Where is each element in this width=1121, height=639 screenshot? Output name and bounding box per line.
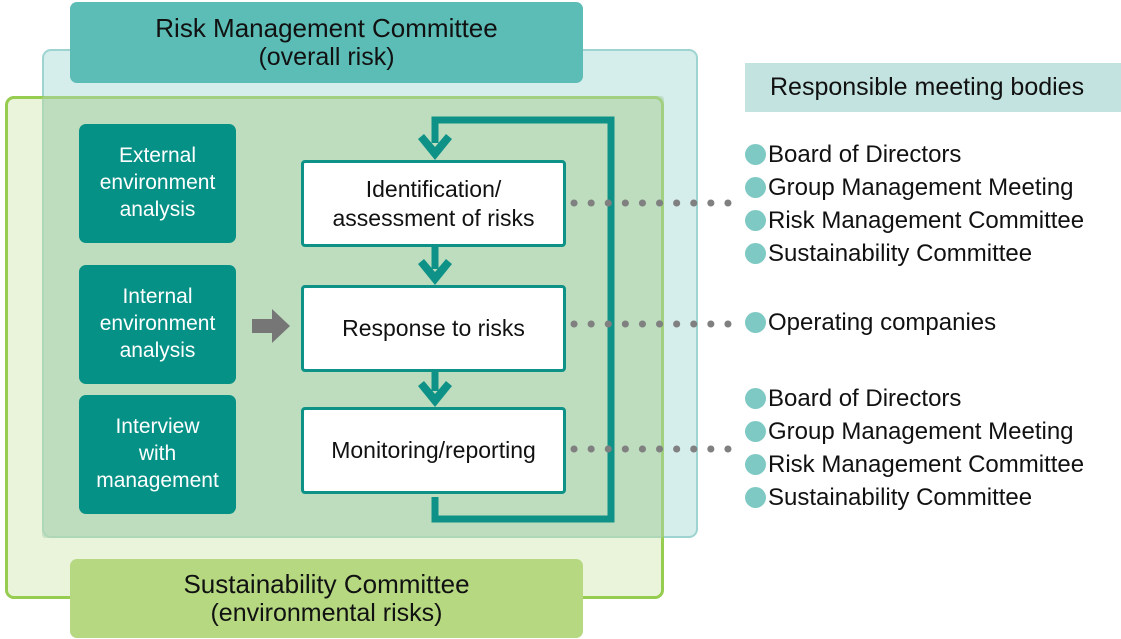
bullet-circle-icon [745, 487, 766, 508]
risk-management-committee-subtitle: (overall risk) [258, 43, 395, 72]
bullet-circle-icon [745, 312, 766, 333]
legend-item-label: Risk Management Committee [768, 206, 1085, 234]
sustainability-committee-title: Sustainability Committee [183, 568, 470, 599]
legend-header: Responsible meeting bodies [745, 63, 1121, 112]
legend-header-label: Responsible meeting bodies [770, 73, 1085, 101]
risk-management-committee-banner: Risk Management Committee (overall risk) [70, 2, 583, 83]
legend-item: Risk Management Committee [745, 204, 1084, 237]
legend-item-label: Board of Directors [768, 384, 962, 412]
sustainability-committee-subtitle: (environmental risks) [210, 599, 443, 628]
legend-item-label: Group Management Meeting [768, 417, 1074, 445]
bullet-circle-icon [745, 243, 766, 264]
bullet-circle-icon [745, 210, 766, 231]
bullet-circle-icon [745, 388, 766, 409]
process-box-response-to-risks: Response to risks [301, 285, 566, 372]
bullet-circle-icon [745, 144, 766, 165]
legend-item-label: Operating companies [768, 308, 997, 336]
bullet-circle-icon [745, 454, 766, 475]
label-text: Response to risks [342, 315, 525, 342]
bullet-circle-icon [745, 421, 766, 442]
gray-right-arrow-icon [252, 309, 290, 343]
sustainability-committee-banner: Sustainability Committee (environmental … [70, 559, 583, 638]
legend-item: Sustainability Committee [745, 237, 1084, 270]
process-box-monitoring-reporting: Monitoring/reporting [301, 407, 566, 494]
legend-item: Operating companies [745, 306, 996, 339]
label-text: Monitoring/reporting [331, 437, 536, 464]
legend-item-label: Sustainability Committee [768, 239, 1033, 267]
process-box-identification-assessment: Identification/assessment of risks [301, 160, 566, 247]
risk-management-committee-title: Risk Management Committee [155, 12, 498, 43]
label-text: Identification/assessment of risks [332, 176, 535, 231]
legend-item-label: Group Management Meeting [768, 173, 1074, 201]
legend-item: Sustainability Committee [745, 481, 1084, 514]
legend-item-label: Risk Management Committee [768, 450, 1085, 478]
legend-item-label: Sustainability Committee [768, 483, 1033, 511]
legend-group-response: Operating companies [745, 306, 996, 339]
legend-item: Board of Directors [745, 382, 1084, 415]
legend-item-label: Board of Directors [768, 140, 962, 168]
legend-item: Board of Directors [745, 138, 1084, 171]
bullet-circle-icon [745, 177, 766, 198]
legend-item: Group Management Meeting [745, 171, 1084, 204]
legend-item: Risk Management Committee [745, 448, 1084, 481]
legend-item: Group Management Meeting [745, 415, 1084, 448]
